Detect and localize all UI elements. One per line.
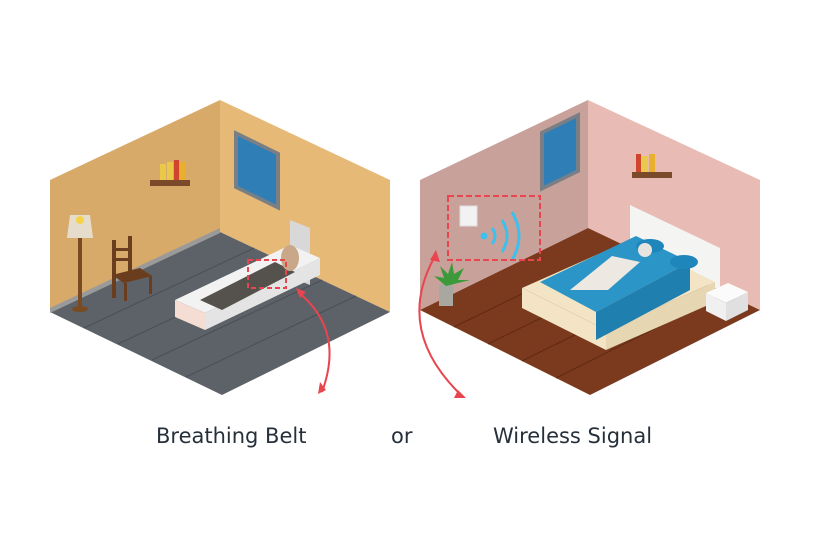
- wireless-signal-label: Wireless Signal: [493, 424, 653, 448]
- bookshelf: [150, 180, 190, 186]
- wireless-device: [459, 205, 478, 227]
- breathing-belt-label: Breathing Belt: [156, 424, 307, 448]
- bookshelf: [632, 172, 672, 178]
- left-wall: [50, 100, 220, 312]
- signal-arrow: [418, 257, 461, 395]
- device-highlight-box: [447, 195, 541, 261]
- potted-plant: [434, 262, 470, 306]
- left-room-breathing-belt: [50, 100, 390, 395]
- floor-lamp: [67, 215, 93, 312]
- belt-highlight-box: [247, 259, 287, 289]
- wifi-signal-icon: [480, 211, 521, 261]
- belt-arrow: [297, 291, 331, 393]
- chair: [112, 236, 152, 301]
- nightstand: [706, 283, 748, 321]
- double-bed: [522, 205, 720, 350]
- right-room-wireless-signal: [418, 100, 760, 398]
- or-label: or: [391, 424, 413, 448]
